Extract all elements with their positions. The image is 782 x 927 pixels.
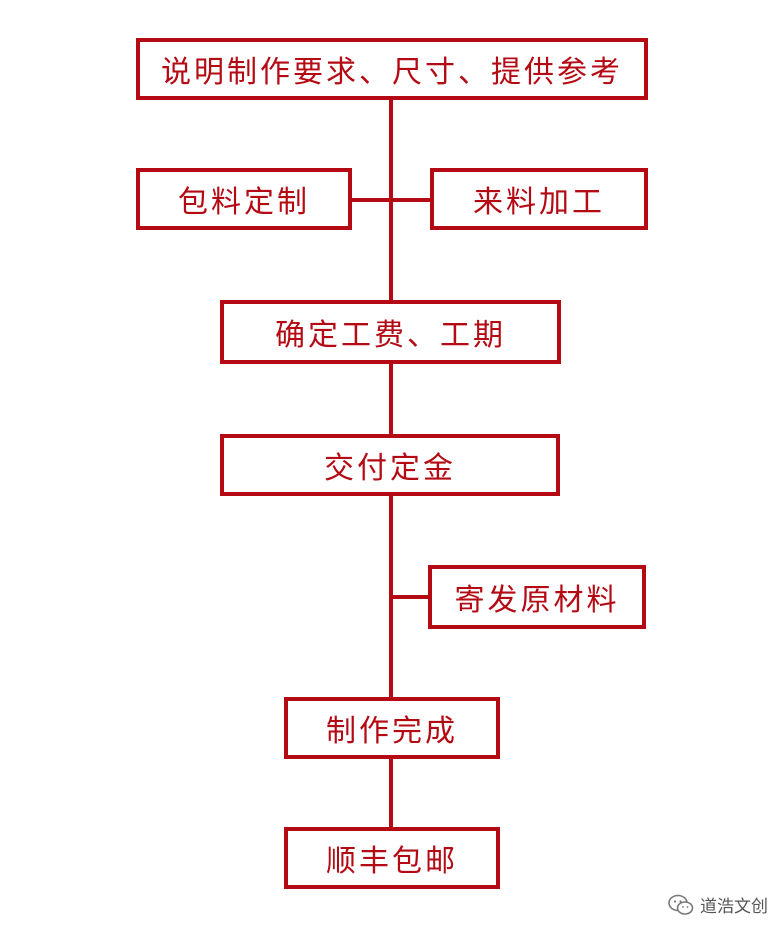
step-confirm-cost: 确定工费、工期 xyxy=(220,300,561,364)
step-sf-shipping: 顺丰包邮 xyxy=(284,827,500,889)
watermark-text: 道浩文创 xyxy=(700,897,768,917)
branch-line-ship xyxy=(389,595,432,599)
step-client-material: 来料加工 xyxy=(430,168,648,230)
step-full-package: 包料定制 xyxy=(136,168,352,230)
wechat-icon xyxy=(668,894,694,916)
step-ship-material: 寄发原材料 xyxy=(428,565,646,629)
branch-line-left xyxy=(350,198,393,202)
watermark: 道浩文创 xyxy=(668,892,768,917)
step-production-done: 制作完成 xyxy=(284,697,500,759)
step-pay-deposit: 交付定金 xyxy=(220,434,560,496)
step-requirements: 说明制作要求、尺寸、提供参考 xyxy=(136,38,648,100)
branch-line-right xyxy=(389,198,434,202)
